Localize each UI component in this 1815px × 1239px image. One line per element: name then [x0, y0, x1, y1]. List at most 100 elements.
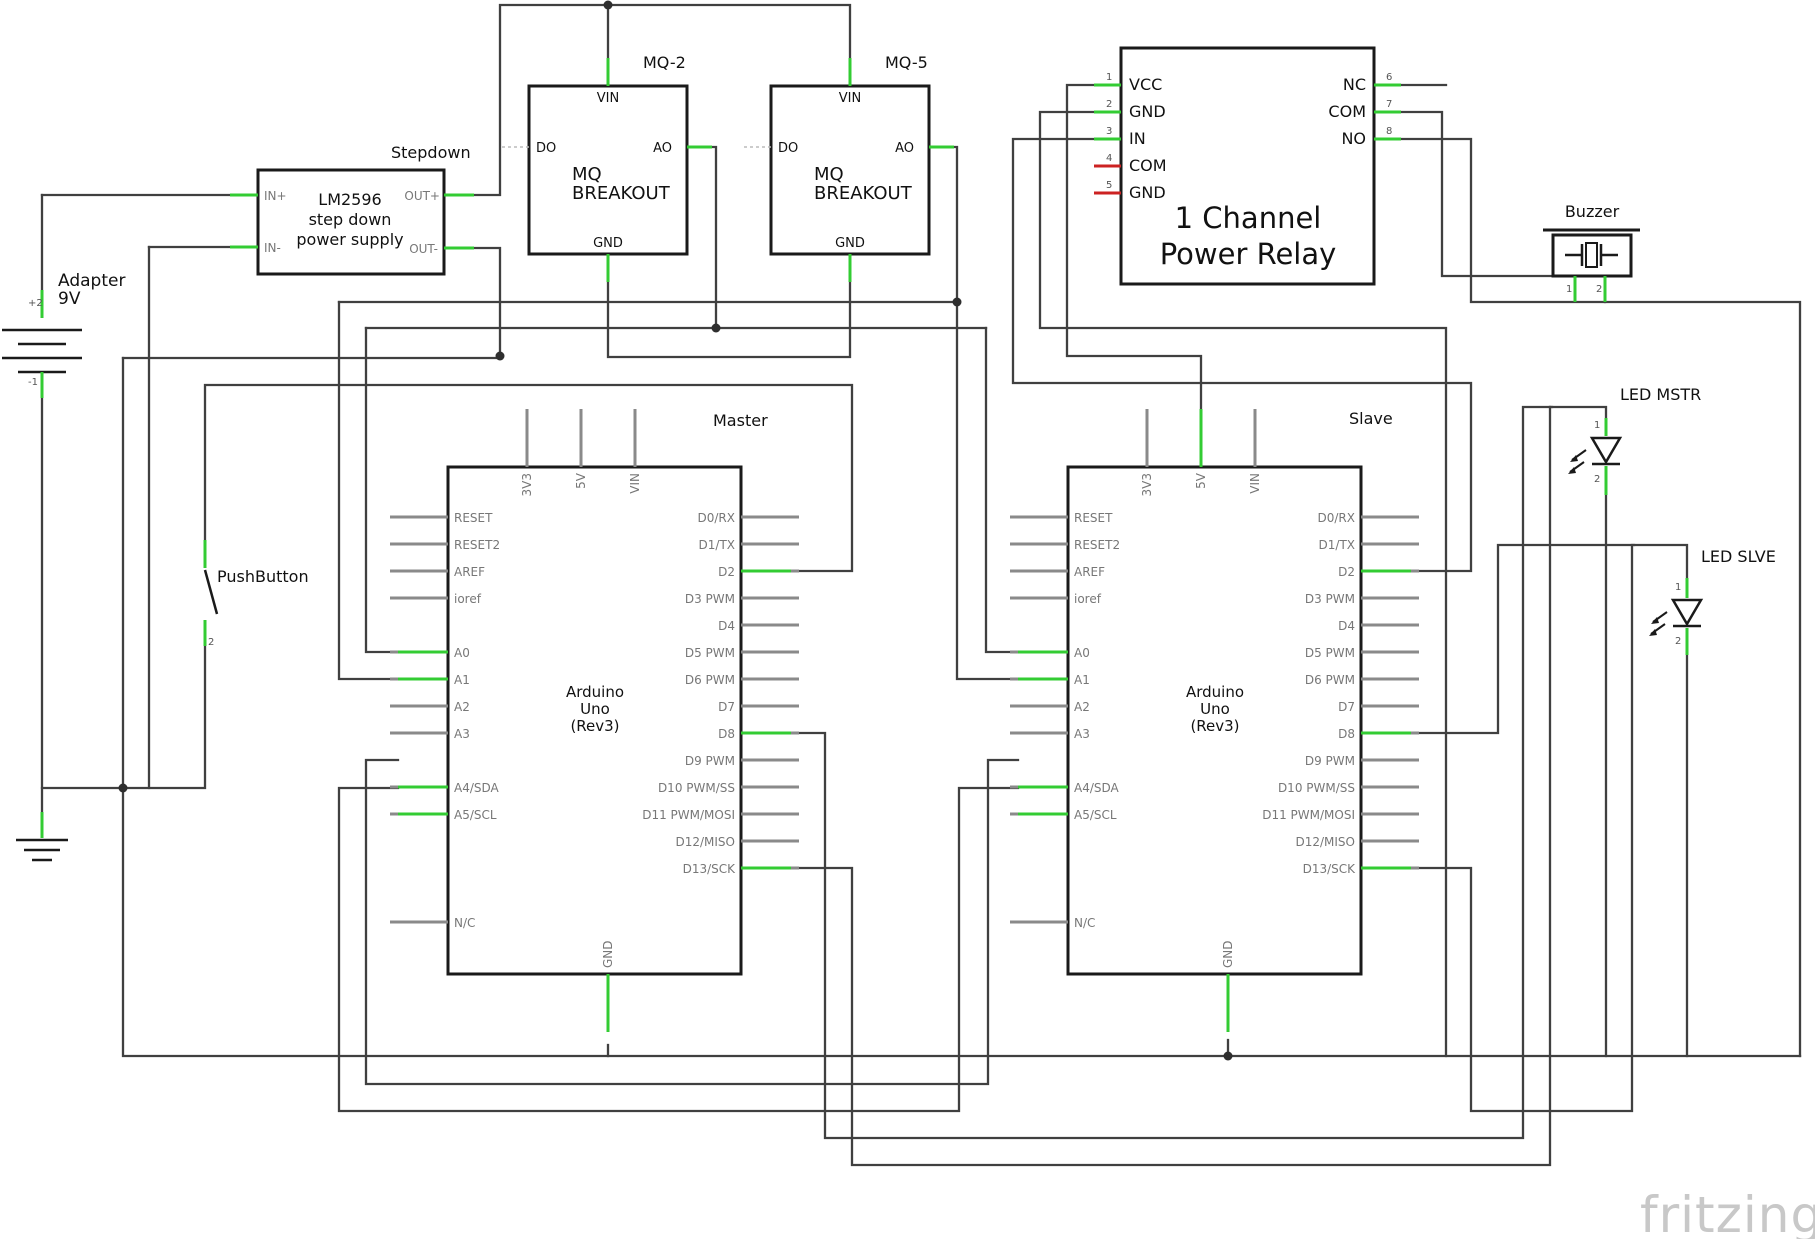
slave-pin-label-right-5: D5 PWM — [1305, 646, 1355, 660]
wires — [40, 3, 1802, 1167]
stepdown-pin-in-minus: IN- — [264, 241, 281, 255]
led-slave: LED SLVE 1 2 — [1649, 547, 1776, 655]
led-slave-pin-1: 1 — [1675, 582, 1681, 593]
relay-pin-num-8: 8 — [1386, 126, 1392, 137]
pushbutton-title: PushButton — [217, 567, 309, 586]
slave-pin-label-left-0: RESET — [1074, 511, 1113, 525]
mq5-gnd: GND — [835, 236, 865, 251]
stepdown-module: Stepdown LM2596 step down power supply I… — [230, 143, 474, 276]
master-line2: Uno — [580, 700, 610, 718]
master-pin-label-top-2: VIN — [628, 473, 642, 494]
slave-pin-label-left-3: ioref — [1074, 592, 1102, 606]
adapter-pin-minus: -1 — [28, 377, 38, 388]
stepdown-pin-out-minus: OUT- — [409, 242, 438, 256]
arduino-master: Master Arduino Uno (Rev3) RESET RESET2ARE… — [390, 409, 799, 1032]
buzzer-title: Buzzer — [1565, 202, 1620, 221]
master-pin-label-top-0: 3V3 — [520, 473, 534, 496]
relay-pin-label-2: GND — [1129, 102, 1166, 121]
master-line3: (Rev3) — [570, 717, 619, 735]
slave-pin-label-left-6: A2 — [1074, 700, 1090, 714]
master-pin-label-gnd: GND — [601, 940, 615, 968]
master-pin-label-left-10: N/C — [454, 916, 475, 930]
mq2-gnd: GND — [593, 236, 623, 251]
slave-pin-label-left-9: A5/SCL — [1074, 808, 1117, 822]
led-master-pin-2: 2 — [1594, 474, 1600, 485]
slave-pin-label-right-4: D4 — [1338, 619, 1355, 633]
mq5-vin: VIN — [839, 91, 861, 106]
stepdown-line2: step down — [309, 210, 392, 229]
master-pin-label-left-0: RESET — [454, 511, 493, 525]
relay-pin-num-3: 3 — [1106, 126, 1112, 137]
slave-pin-label-right-1: D1/TX — [1319, 538, 1355, 552]
relay-pin-label-5: GND — [1129, 183, 1166, 202]
slave-pin-label-right-8: D8 — [1338, 727, 1355, 741]
buzzer-pin-1: 1 — [1566, 284, 1572, 295]
relay-pin-num-2: 2 — [1106, 99, 1112, 110]
relay-line1: 1 Channel — [1175, 201, 1322, 235]
slave-line1: Arduino — [1186, 683, 1244, 701]
master-pin-label-right-6: D6 PWM — [685, 673, 735, 687]
led-master: LED MSTR 1 2 — [1568, 385, 1701, 495]
slave-pin-label-right-12: D12/MISO — [1295, 835, 1355, 849]
master-pin-label-left-1: RESET2 — [454, 538, 500, 552]
relay-pin-label-7: COM — [1328, 102, 1366, 121]
mq2-sensor: MQ-2 MQ BREAKOUT VIN DO AO GND — [527, 53, 712, 282]
slave-pin-label-right-10: D10 PWM/SS — [1278, 781, 1355, 795]
slave-pin-label-top-1: 5V — [1194, 472, 1208, 489]
relay-line2: Power Relay — [1160, 237, 1337, 271]
power-relay: 1 Channel Power Relay 1 2 3 4 5 VCC GND … — [1094, 46, 1401, 286]
relay-pin-label-6: NC — [1343, 75, 1366, 94]
master-pin-label-left-8: A4/SDA — [454, 781, 500, 795]
relay-pin-label-4: COM — [1129, 156, 1167, 175]
master-pin-label-top-1: 5V — [574, 472, 588, 489]
master-pin-label-left-3: ioref — [454, 592, 482, 606]
mq2-ao: AO — [653, 141, 672, 156]
mq5-sensor: MQ-5 MQ BREAKOUT VIN DO AO GND — [502, 53, 954, 282]
mq2-title: MQ-2 — [643, 53, 686, 72]
master-pin-label-left-4: A0 — [454, 646, 470, 660]
stepdown-pin-out-plus: OUT+ — [404, 189, 440, 203]
adapter-label: Adapter — [58, 271, 125, 291]
relay-pin-num-1: 1 — [1106, 72, 1112, 83]
master-pin-label-left-5: A1 — [454, 673, 470, 687]
slave-pin-label-left-4: A0 — [1074, 646, 1090, 660]
slave-pin-label-right-11: D11 PWM/MOSI — [1262, 808, 1355, 822]
slave-pin-label-right-9: D9 PWM — [1305, 754, 1355, 768]
led-slave-pin-2: 2 — [1675, 636, 1681, 647]
master-pin-label-right-13: D13/SCK — [683, 862, 737, 876]
relay-pin-num-5: 5 — [1106, 180, 1112, 191]
master-pin-label-right-0: D0/RX — [698, 511, 735, 525]
slave-pin-label-left-2: AREF — [1074, 565, 1105, 579]
mq5-ao: AO — [895, 141, 914, 156]
led-master-pin-1: 1 — [1594, 420, 1600, 431]
pushbutton-pin-2: 2 — [208, 637, 214, 648]
master-pin-label-left-2: AREF — [454, 565, 485, 579]
buzzer-pin-2: 2 — [1596, 284, 1602, 295]
slave-pin-label-right-7: D7 — [1338, 700, 1355, 714]
mq5-do: DO — [778, 141, 798, 156]
mq2-line2: BREAKOUT — [572, 183, 671, 204]
slave-pin-label-left-1: RESET2 — [1074, 538, 1120, 552]
mq5-title: MQ-5 — [885, 53, 928, 72]
slave-pin-label-gnd: GND — [1221, 940, 1235, 968]
slave-pin-label-left-7: A3 — [1074, 727, 1090, 741]
slave-pin-label-top-2: VIN — [1248, 473, 1262, 494]
slave-line3: (Rev3) — [1190, 717, 1239, 735]
master-pin-label-right-12: D12/MISO — [675, 835, 735, 849]
slave-pin-label-right-2: D2 — [1338, 565, 1355, 579]
junction-dots — [118, 0, 1233, 1061]
mq5-line2: BREAKOUT — [814, 183, 913, 204]
slave-line2: Uno — [1200, 700, 1230, 718]
master-pin-label-right-10: D10 PWM/SS — [658, 781, 735, 795]
adapter-pin-plus: +2 — [28, 298, 43, 309]
slave-pin-label-right-13: D13/SCK — [1303, 862, 1357, 876]
slave-pin-label-right-6: D6 PWM — [1305, 673, 1355, 687]
master-line1: Arduino — [566, 683, 624, 701]
master-title: Master — [713, 411, 768, 430]
relay-pin-num-7: 7 — [1386, 99, 1392, 110]
slave-pin-label-left-10: N/C — [1074, 916, 1095, 930]
master-pin-label-right-8: D8 — [718, 727, 735, 741]
master-pin-label-left-9: A5/SCL — [454, 808, 497, 822]
master-pin-label-right-9: D9 PWM — [685, 754, 735, 768]
